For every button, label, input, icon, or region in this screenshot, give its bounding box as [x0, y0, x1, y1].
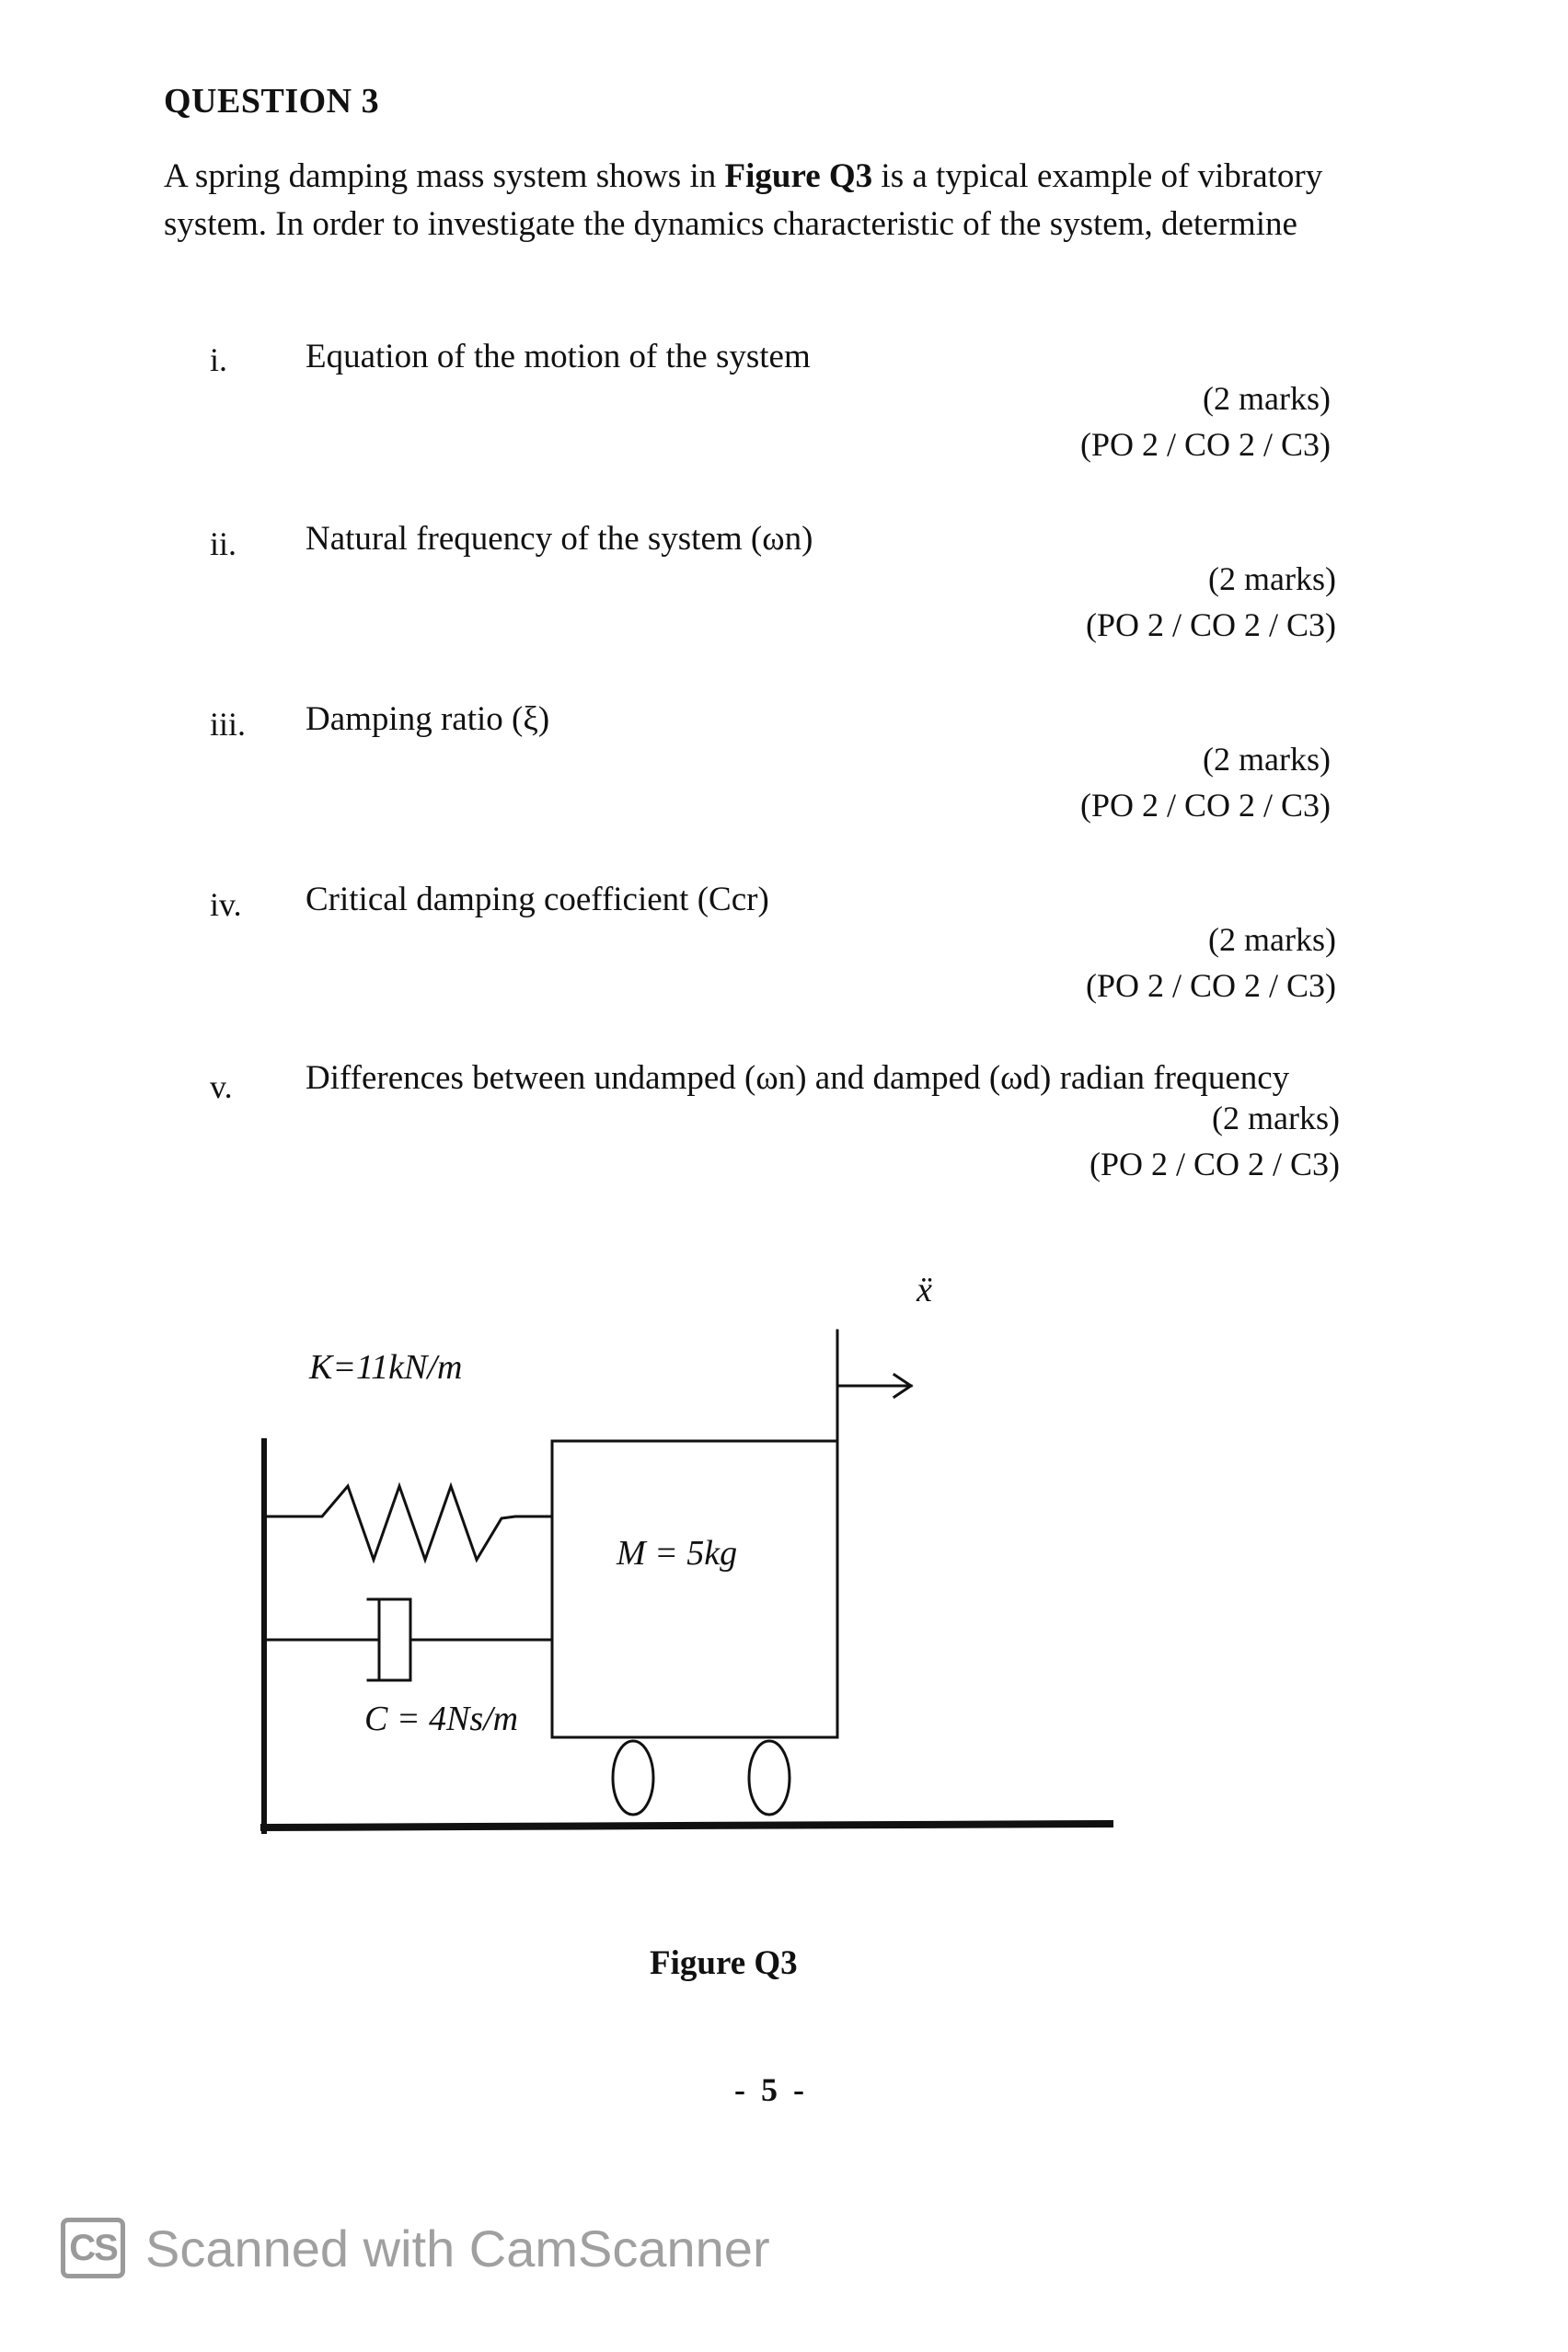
item-text: Critical damping coefficient (Ccr) [306, 881, 769, 918]
item-text: Equation of the motion of the system [306, 338, 811, 375]
mass-label: M = 5kg [616, 1534, 737, 1573]
item-text: Differences between undamped (ωn) and da… [306, 1059, 1290, 1097]
ground-line [259, 1819, 1114, 1832]
outcome-code: (PO 2 / CO 2 / C3) [1085, 606, 1336, 643]
spring-label: K=11kN/m [308, 1348, 462, 1387]
arrow-head [892, 1372, 914, 1400]
intro-text-start: A spring damping mass system shows in [164, 157, 725, 195]
item-marks: (2 marks) (PO 2 / CO 2 / C3) [963, 375, 1331, 467]
item-marks: (2 marks) (PO 2 / CO 2 / C3) [972, 1095, 1340, 1187]
marks-value: (2 marks) [1203, 380, 1331, 417]
item-number: v. [210, 1068, 233, 1105]
outcome-code: (PO 2 / CO 2 / C3) [1089, 1146, 1340, 1182]
marks-value: (2 marks) [1208, 560, 1336, 597]
figure-caption: Figure Q3 [650, 1944, 798, 1982]
item-text: Natural frequency of the system (ωn) [306, 520, 813, 558]
displacement-label: ẍ [916, 1271, 932, 1309]
marks-value: (2 marks) [1203, 741, 1331, 778]
marks-value: (2 marks) [1212, 1100, 1340, 1136]
marks-value: (2 marks) [1208, 921, 1336, 958]
page-number: - 5 - [734, 2071, 808, 2108]
outcome-code: (PO 2 / CO 2 / C3) [1079, 787, 1331, 824]
damper [262, 1597, 554, 1682]
item-number: iii. [210, 706, 247, 743]
intro-text-end: is a typical example of vibratory system… [164, 157, 1323, 243]
mass-block [550, 1439, 839, 1739]
item-marks: (2 marks) (PO 2 / CO 2 / C3) [968, 556, 1336, 648]
question-intro: A spring damping mass system shows in Fi… [164, 153, 1360, 248]
intro-figure-reference: Figure Q3 [724, 157, 873, 195]
item-number: i. [210, 341, 228, 378]
wheel-left [611, 1739, 655, 1816]
outcome-code: (PO 2 / CO 2 / C3) [1079, 426, 1331, 463]
watermark-text: Scanned with CamScanner [145, 2219, 770, 2277]
outcome-code: (PO 2 / CO 2 / C3) [1085, 967, 1336, 1004]
camscanner-logo-icon: CS [61, 2218, 125, 2278]
item-marks: (2 marks) (PO 2 / CO 2 / C3) [968, 917, 1336, 1009]
wheel-right [747, 1739, 791, 1816]
spring [262, 1482, 554, 1564]
damper-label: C = 4Ns/m [364, 1700, 518, 1738]
item-text: Damping ratio (ξ) [306, 700, 550, 738]
question-heading: QUESTION 3 [164, 82, 380, 121]
item-number: iv. [210, 886, 242, 923]
item-marks: (2 marks) (PO 2 / CO 2 / C3) [963, 736, 1331, 828]
camscanner-watermark: CS Scanned with CamScanner [61, 2218, 770, 2278]
item-number: ii. [210, 525, 237, 562]
